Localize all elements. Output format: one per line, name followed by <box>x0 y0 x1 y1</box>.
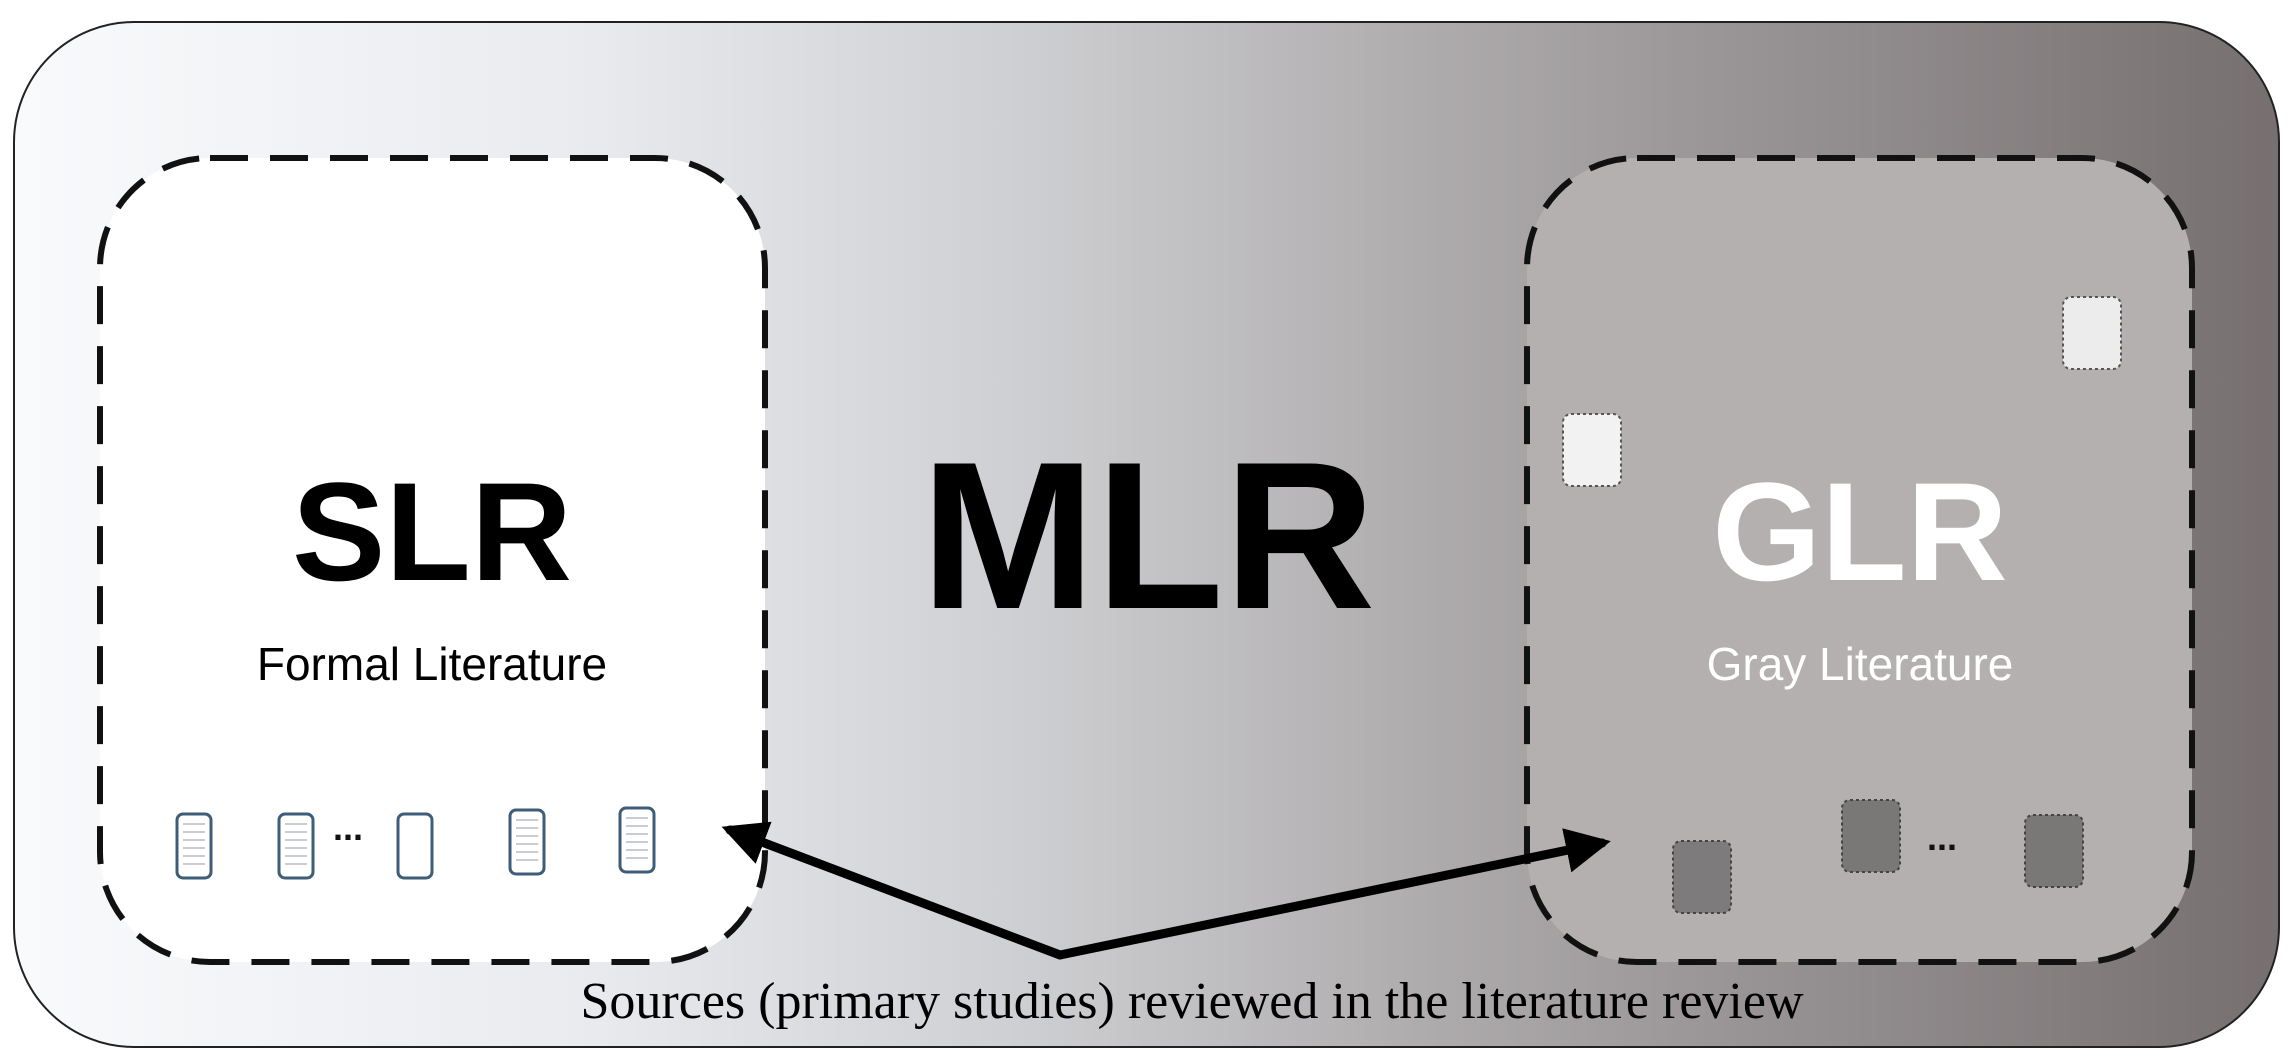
slr-subtitle: Formal Literature <box>257 638 607 690</box>
gray-doc-icon <box>1672 840 1732 914</box>
arrow-to-slr <box>721 821 1065 960</box>
formal-doc-icon <box>618 806 656 874</box>
slr-box: SLR Formal Literature ... <box>97 155 768 965</box>
gray-doc-icon <box>2024 814 2084 888</box>
connector-arrows <box>721 821 1611 960</box>
gray-doc-icon <box>2062 296 2122 370</box>
formal-doc-icon <box>277 812 315 880</box>
gray-doc-icon <box>1562 413 1622 487</box>
mlr-title: MLR <box>921 418 1376 653</box>
formal-doc-icon <box>508 808 546 876</box>
gray-doc-ellipsis: ... <box>1927 817 1957 858</box>
glr-title: GLR <box>1712 453 2008 610</box>
formal-doc-icon <box>396 812 434 880</box>
gray-doc-icon <box>1841 799 1901 873</box>
diagram-caption: Sources (primary studies) reviewed in th… <box>581 973 1804 1030</box>
glr-box: GLR Gray Literature ... <box>1524 155 2195 965</box>
arrow-to-glr <box>1055 828 1611 960</box>
slr-title: SLR <box>292 453 572 610</box>
formal-doc-icon <box>175 812 213 880</box>
formal-doc-ellipsis: ... <box>333 807 363 848</box>
glr-subtitle: Gray Literature <box>1707 638 2014 690</box>
